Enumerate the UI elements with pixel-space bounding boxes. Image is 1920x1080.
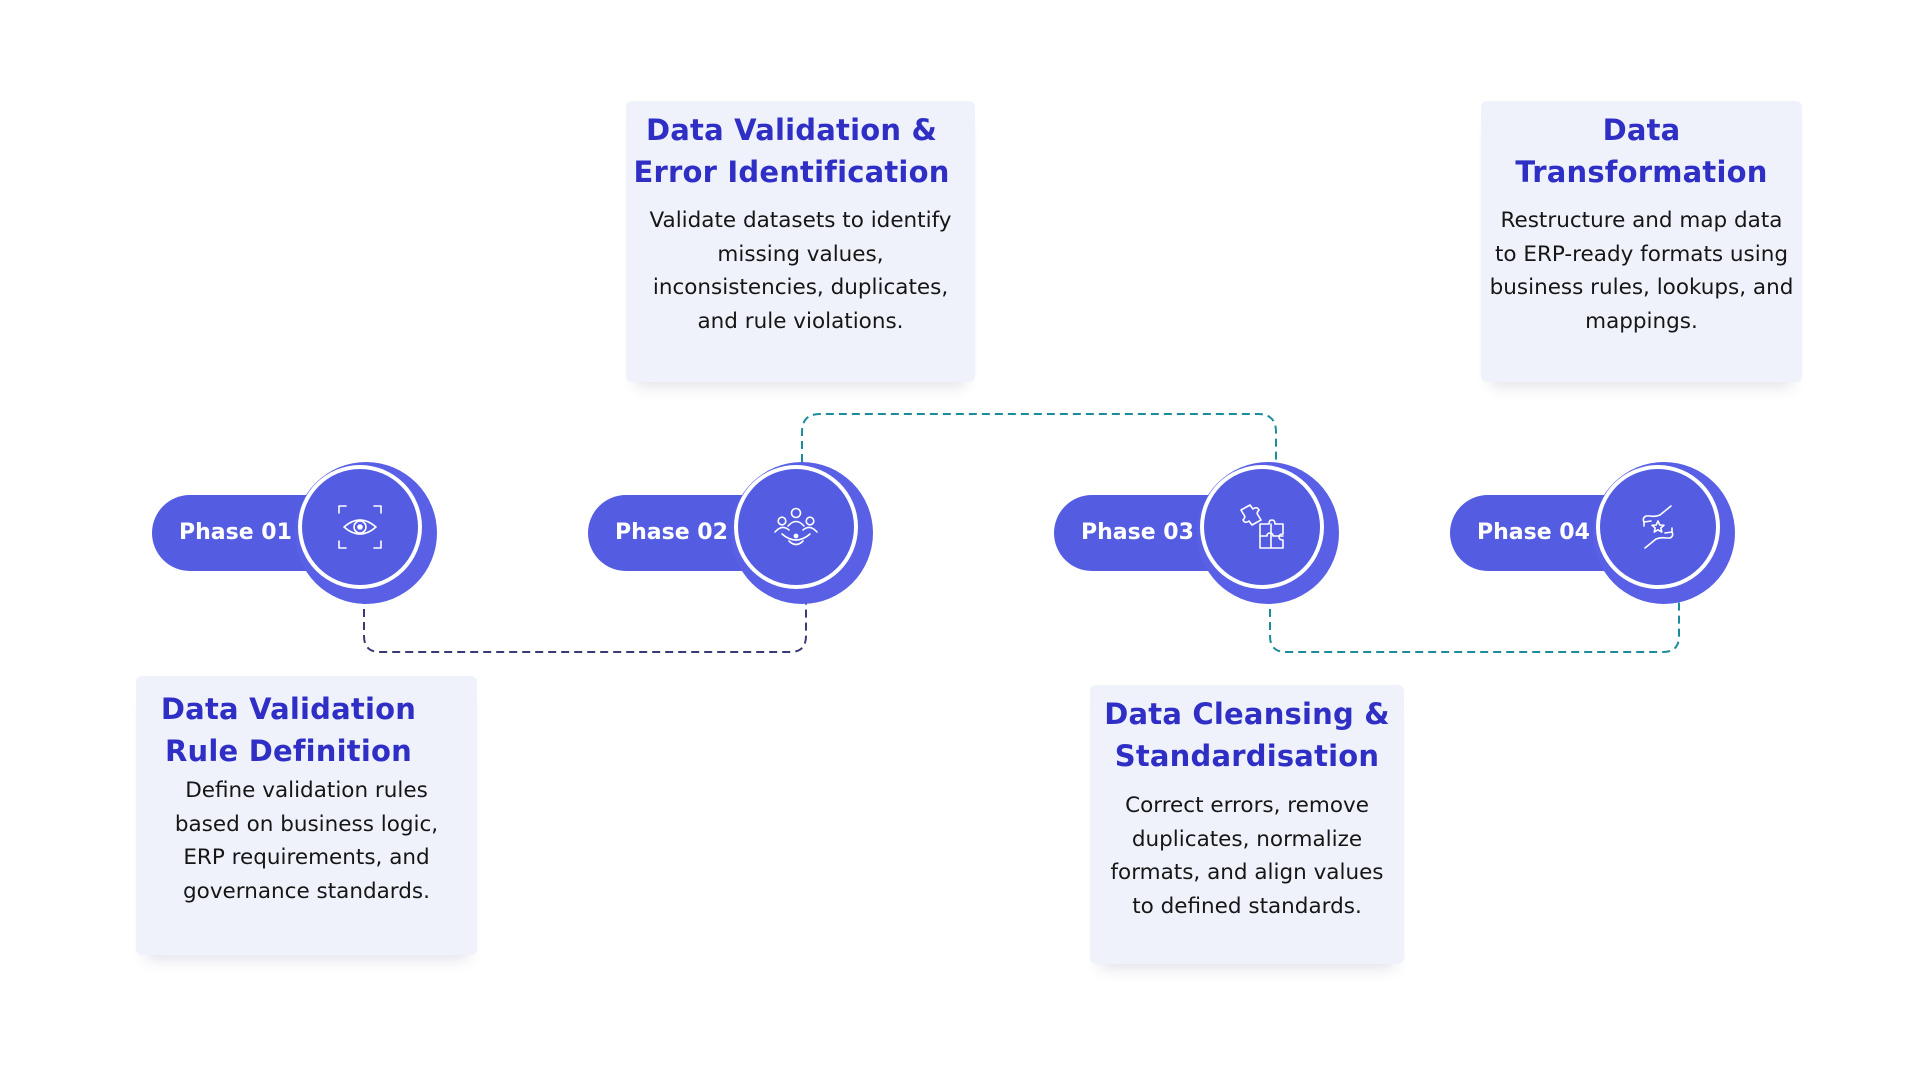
hands-star-icon (1642, 505, 1674, 549)
connector-phase1-phase2 (363, 596, 807, 653)
phase-04-title: Data Transformation (1481, 109, 1802, 193)
phase-04-description: Restructure and map data to ERP-ready fo… (1481, 204, 1802, 338)
phase-03-label: Phase 03 (1081, 520, 1194, 545)
phase-03-title-line-1: Data Cleansing & (1104, 697, 1390, 731)
phase-01-desc-line-1: Define validation rules (185, 778, 428, 803)
phase-01-node: Phase 01 (152, 462, 437, 604)
phase-03-desc-line-2: duplicates, normalize (1131, 826, 1363, 852)
phase-01-label: Phase 01 (179, 520, 292, 545)
puzzle-pieces-icon (1240, 504, 1284, 549)
phase-01-desc-line-3: ERP requirements, and (183, 845, 430, 870)
phase-01-title-line-1: Data Validation (160, 692, 417, 726)
phase-03-node: Phase 03 (1054, 462, 1339, 604)
phase-02-card: Data Validation & Error Identification V… (626, 101, 975, 382)
phase-04-badge (1593, 462, 1735, 604)
phase-04-title-line-2: Transformation (1515, 155, 1768, 189)
phase-04-card: Data Transformation Restructure and map … (1481, 101, 1802, 382)
phase-04-title-line-1: Data (1602, 113, 1681, 147)
phase-04-desc-line-2: to ERP-ready formats using (1494, 241, 1788, 267)
phase-02-badge (731, 462, 873, 604)
phase-02-title: Data Validation & Error Identification (608, 109, 975, 193)
phase-02-desc-line-4: and rule violations. (697, 308, 904, 334)
connector-phase2-phase3 (801, 413, 1277, 462)
phase-03-description: Correct errors, remove duplicates, norma… (1090, 789, 1404, 923)
phase-03-title-line-2: Standardisation (1114, 739, 1380, 773)
phase-02-node: Phase 02 (588, 462, 873, 604)
phase-01-title: Data Validation Rule Definition (100, 688, 477, 772)
phase-02-desc-line-2: missing values, (717, 241, 884, 267)
phase-04-desc-line-4: mappings. (1585, 308, 1698, 334)
phase-02-label: Phase 02 (615, 520, 728, 545)
phase-03-desc-line-1: Correct errors, remove (1125, 793, 1369, 818)
phase-04-desc-line-3: business rules, lookups, and (1489, 275, 1794, 300)
phase-03-desc-line-4: to defined standards. (1132, 893, 1362, 919)
phase-03-card: Data Cleansing & Standardisation Correct… (1090, 685, 1404, 964)
phase-02-desc-line-1: Validate datasets to identify (649, 208, 952, 233)
phase-01-desc-line-4: governance standards. (183, 878, 430, 904)
phase-04-node: Phase 04 (1450, 462, 1735, 604)
people-group-icon (774, 507, 818, 546)
phase-03-badge (1197, 462, 1339, 604)
phase-02-description: Validate datasets to identify missing va… (626, 204, 975, 338)
phase-03-desc-line-3: formats, and align values (1110, 860, 1384, 885)
phase-01-title-line-2: Rule Definition (165, 734, 412, 768)
connector-phase3-phase4 (1269, 596, 1680, 653)
phase-02-title-line-2: Error Identification (633, 155, 950, 189)
phase-04-label: Phase 04 (1477, 520, 1590, 545)
phase-01-card: Data Validation Rule Definition Define v… (136, 676, 477, 955)
phase-02-title-line-1: Data Validation & (646, 113, 937, 147)
phase-02-desc-line-3: inconsistencies, duplicates, (652, 275, 949, 300)
phase-04-desc-line-1: Restructure and map data (1500, 208, 1783, 233)
phase-01-badge (295, 462, 437, 604)
phase-01-desc-line-2: based on business logic, (174, 811, 439, 837)
phase-03-title: Data Cleansing & Standardisation (1090, 693, 1404, 777)
eye-scan-icon (338, 505, 382, 549)
phase-01-description: Define validation rules based on busines… (136, 774, 477, 908)
